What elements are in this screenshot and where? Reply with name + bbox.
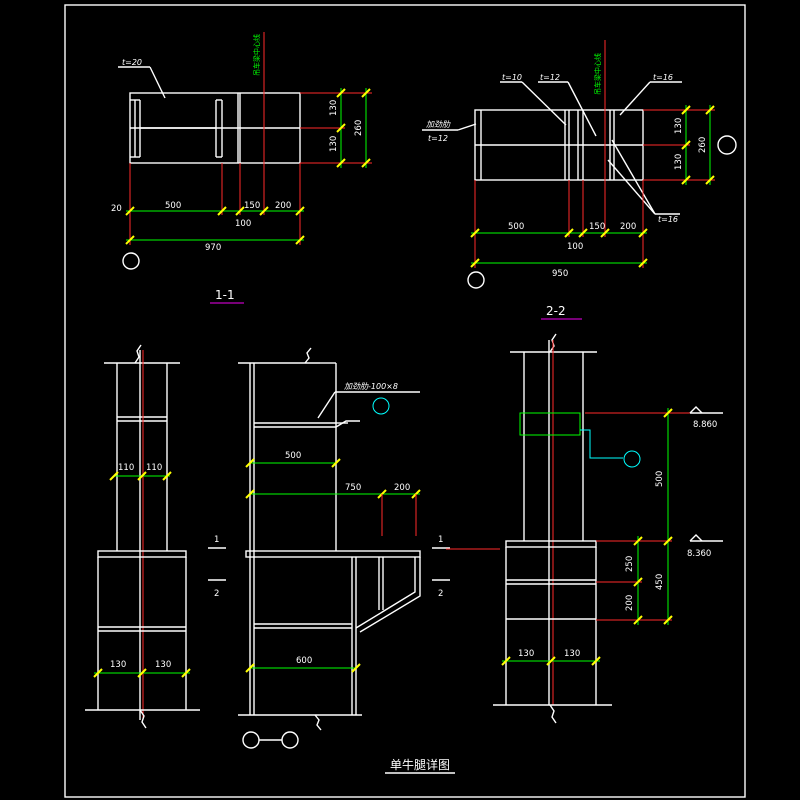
plan2-dim-total: 950 (552, 269, 568, 279)
plan-1-1: t=20 吊车梁中心线 130 130 260 20 500 150 200 (111, 32, 372, 270)
elev2-dim-450: 450 (655, 574, 665, 590)
elev2-elev-bottom: 8.360 (687, 549, 711, 559)
elev-mid-stiffener-note: 加劲肋-100×8 (344, 382, 398, 391)
elev2-dim-bottom-1: 130 (518, 649, 534, 659)
cut-marks: 1 2 1 2 (208, 535, 450, 599)
elev2-dim-bottom-2: 130 (564, 649, 580, 659)
plan1-axis-bubble (122, 252, 140, 270)
plan1-dim-500: 500 (165, 201, 181, 211)
elev-mid-dim-750: 750 (345, 483, 361, 493)
section-1-1-mark: 1-1 (215, 288, 235, 302)
elev-mid-axis-bubble-2 (281, 731, 299, 749)
plan2-dim-right-2: 130 (674, 154, 684, 170)
elev-mid-detail-bubble (372, 397, 390, 415)
drawing-frame (64, 4, 746, 798)
plan1-dim-total: 970 (205, 243, 221, 253)
plan1-dim-150: 150 (244, 201, 260, 211)
plan1-dim-right-1: 130 (329, 100, 339, 116)
plan2-dim-200: 200 (620, 222, 636, 232)
plan2-stiffener-thickness: t=12 (428, 134, 448, 143)
plan2-axis-label: 吊车梁中心线 (593, 53, 602, 95)
plan2-dim-right-total: 260 (698, 137, 708, 153)
plan1-axis-label: 吊车梁中心线 (252, 34, 261, 76)
plan2-label-t12: t=12 (540, 73, 560, 82)
plan2-label-t16-top: t=16 (653, 73, 673, 82)
elev2-detail-bubble (623, 450, 641, 468)
elev1-dim-top-2: 110 (146, 463, 162, 473)
cut-mark-1-left: 1 (214, 535, 219, 545)
section-2-2-mark: 2-2 (546, 304, 566, 318)
elev2-dim-250: 250 (625, 556, 635, 572)
plan2-label-t16-bottom: t=16 (658, 215, 678, 224)
plan2-dim-150: 150 (589, 222, 605, 232)
plan1-dim-100: 100 (235, 219, 251, 229)
cut-mark-1-right: 1 (438, 535, 443, 545)
plan2-axis-bubble (467, 271, 485, 289)
plan-2-2: 吊车梁中心线 t=10 t=12 t=16 t=16 加劲肋 t=12 130 … (422, 40, 737, 289)
plan1-dim-right-2: 130 (329, 136, 339, 152)
elev2-dim-500: 500 (655, 471, 665, 487)
elev2-elev-top: 8.860 (693, 420, 717, 430)
elev1-dim-bottom-2: 130 (155, 660, 171, 670)
plan2-axis-bubble-right (717, 135, 737, 155)
elev-mid-axis-bubble-1 (242, 731, 260, 749)
elev1-dim-bottom-1: 130 (110, 660, 126, 670)
drawing-title: 单牛腿详图 (390, 757, 450, 772)
plan2-dim-right-1: 130 (674, 118, 684, 134)
elev-mid-dim-500: 500 (285, 451, 301, 461)
plan2-stiffener-label: 加劲肋 (426, 120, 451, 129)
plan2-label-t10: t=10 (502, 73, 522, 82)
elev-mid-dim-200: 200 (394, 483, 410, 493)
plan2-dim-500: 500 (508, 222, 524, 232)
cut-mark-2-left: 2 (214, 589, 219, 599)
plan1-dim-right-total: 260 (354, 120, 364, 136)
elev-mid-dim-600: 600 (296, 656, 312, 666)
elev2-dim-200: 200 (625, 595, 635, 611)
plan2-dim-100: 100 (567, 242, 583, 252)
elevation-right: 8.860 8.360 500 250 200 450 130 (446, 333, 723, 724)
elevation-middle: 加劲肋-100×8 500 750 200 600 (238, 347, 421, 749)
elev2-beam-box (519, 412, 581, 436)
plan1-dim-200: 200 (275, 201, 291, 211)
plan1-dim-20: 20 (111, 204, 122, 214)
elev-mid-bracket-plate (245, 550, 421, 558)
plan1-plate-label: t=20 (122, 58, 142, 67)
elevation-left: 110 110 130 130 (85, 344, 200, 729)
elev1-dim-top-1: 110 (118, 463, 134, 473)
cut-mark-2-right: 2 (438, 589, 443, 599)
